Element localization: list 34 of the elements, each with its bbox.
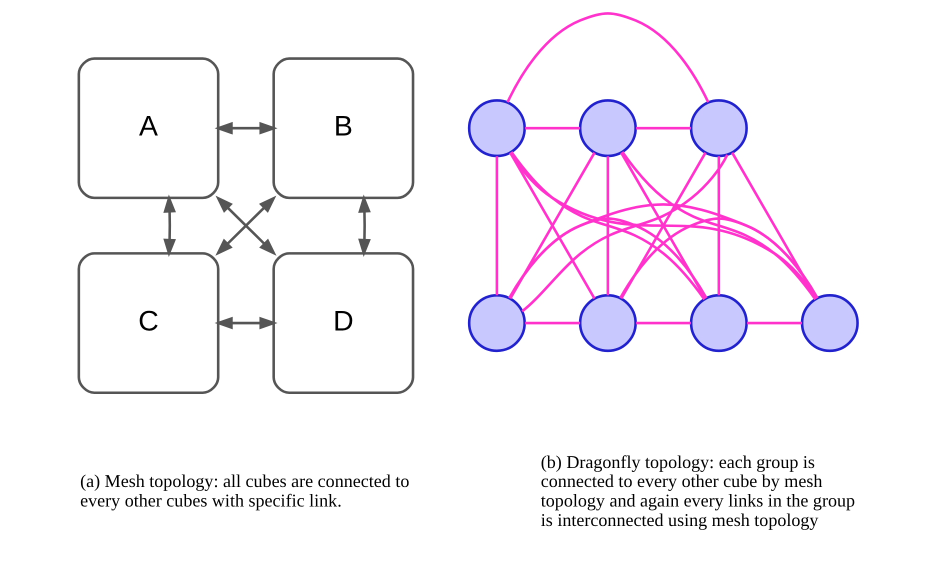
connector (636, 322, 692, 324)
node-circle (578, 294, 637, 352)
connector (509, 152, 818, 300)
node-circle (690, 99, 748, 158)
connector (636, 126, 692, 130)
connector (521, 154, 728, 312)
node-box: D (272, 252, 414, 394)
connector (508, 203, 818, 299)
node-box: B (272, 57, 414, 200)
node-box: A (78, 57, 220, 200)
node-circle (800, 294, 859, 352)
connector (506, 12, 710, 103)
connector (718, 156, 720, 296)
connector (620, 152, 707, 300)
node-circle (468, 99, 526, 158)
label: (b) Dragonfly topology: each group is connected to every other cube by mesh topology and again every links in the group is interconnected using mesh topology (540, 452, 856, 530)
node-box: C (78, 252, 220, 394)
connector (621, 151, 816, 300)
connector (619, 217, 818, 299)
arrow (214, 316, 278, 330)
connector (496, 156, 498, 296)
connector (525, 126, 580, 130)
node-circle (468, 294, 526, 352)
node-circle (690, 294, 748, 352)
connector (606, 156, 610, 296)
node-circle (578, 99, 637, 158)
connector (747, 322, 802, 324)
arrow (358, 194, 371, 257)
connector (509, 152, 596, 300)
arrow (214, 122, 278, 135)
label: (a) Mesh topology: all cubes are connected to every other cubes with specific link. (80, 471, 410, 511)
connector (525, 322, 580, 324)
connector (510, 151, 706, 300)
arrow (163, 194, 176, 257)
